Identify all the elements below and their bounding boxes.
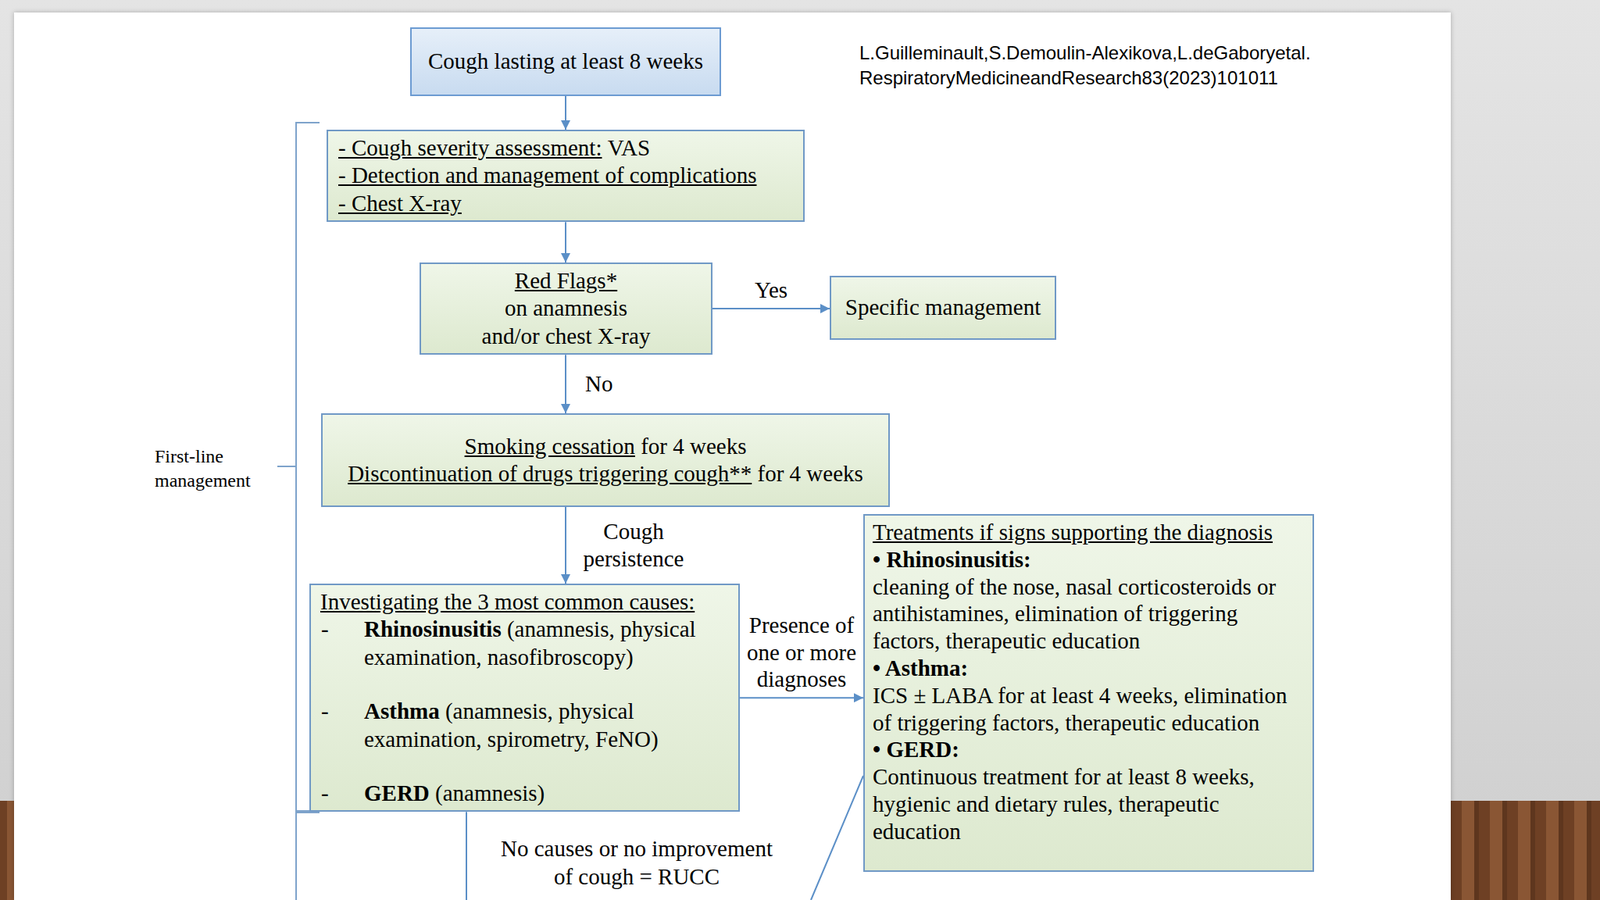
bracket-label: First-line management <box>154 444 268 493</box>
box-text: Cough lasting at least 8 weeks <box>428 48 704 74</box>
process-box: Smoking cessationfor 4 weeksDiscontinuat… <box>321 413 890 508</box>
text-row: Cough lasting at least 8 weeks <box>419 47 712 75</box>
text-row: on anamnesis and/or chest X-ray <box>477 294 656 350</box>
item-heading: GERD <box>364 780 430 806</box>
text-row: - GERD(anamnesis) <box>320 779 729 808</box>
citation-text: L.Guilleminault,S.Demoulin-Alexikova,L.d… <box>859 42 1311 65</box>
box-text: cleaning of the nose, nasal corticostero… <box>872 574 1276 654</box>
text-row: Investigating the 3 most common causes: <box>320 588 729 616</box>
text-row: ICS ± LABA for at least 4 weeks, elimina… <box>872 682 1305 737</box>
bracket <box>296 812 320 900</box>
wood-floor <box>1450 800 1600 900</box>
process-box: - Cough severity assessment:VAS- Detecti… <box>326 129 805 222</box>
box-text: for 4 weeks <box>757 460 864 486</box>
text-row: • GERD: <box>872 735 1305 764</box>
box-text: for 4 weeks <box>640 433 747 459</box>
edge-label: No <box>582 370 615 398</box>
text-row: - Detection and management of complicati… <box>338 161 793 190</box>
text-row: Specific management <box>839 293 1047 322</box>
process-box: Specific management <box>829 275 1057 340</box>
item-heading: Asthma <box>364 698 440 724</box>
box-heading: - Detection and management of complicati… <box>338 162 758 188</box>
text-row: - Chest X-ray <box>338 189 793 218</box>
flow-note: No causes or no improvement of cough = R… <box>492 834 782 892</box>
item-heading: • GERD: <box>872 736 960 762</box>
edge-label: Cough persistence <box>576 517 691 573</box>
box-heading: Red Flags* <box>514 267 618 293</box>
connector-arrow <box>564 354 567 414</box>
decision-box: Red Flags*on anamnesis and/or chest X-ra… <box>419 262 713 355</box>
box-text: ICS ± LABA for at least 4 weeks, elimina… <box>872 682 1288 736</box>
text-row: - Cough severity assessment:VAS <box>338 134 793 162</box>
text-row: Smoking cessationfor 4 weeks <box>330 432 881 461</box>
connector-arrow <box>564 221 567 263</box>
text-row: Red Flags* <box>428 267 704 295</box>
box-heading: Investigating the 3 most common causes: <box>320 589 695 615</box>
box-text: (anamnesis) <box>435 780 545 806</box>
box-heading: Treatments if signs supporting the diagn… <box>872 519 1273 545</box>
text-row: cleaning of the nose, nasal corticostero… <box>872 573 1305 655</box>
text-row: Discontinuation of drugs triggering coug… <box>330 460 881 488</box>
box-text: Continuous treatment for at least 8 week… <box>872 764 1255 844</box>
text-row: • Rhinosinusitis: <box>872 546 1305 574</box>
text-row: • Asthma: <box>872 654 1305 683</box>
item-heading: Rhinosinusitis <box>364 616 502 642</box>
box-heading: - Chest X-ray <box>338 190 462 216</box>
text-row: -Asthma(anamnesis, physical examination,… <box>320 697 729 754</box>
connector-arrow <box>564 96 567 130</box>
box-text: VAS <box>607 135 650 161</box>
text-row: Treatments if signs supporting the diagn… <box>872 518 1305 547</box>
box-text: Specific management <box>845 294 1041 320</box>
edge-label: Presence of one or more diagnoses <box>740 611 863 693</box>
item-heading: • Asthma: <box>872 655 968 681</box>
text-row: -Rhinosinusitis(anamnesis, physical exam… <box>320 615 729 672</box>
connector-arrow <box>739 696 864 699</box>
connector-arrow <box>712 307 830 310</box>
flow-line <box>810 775 864 900</box>
list-dash: - <box>321 615 329 643</box>
process-box: Cough lasting at least 8 weeks <box>410 27 722 97</box>
wood-floor <box>0 800 15 900</box>
connector-arrow <box>564 507 567 584</box>
bracket-notch <box>277 465 297 468</box>
flow-line <box>465 811 468 900</box>
item-heading: • Rhinosinusitis: <box>872 546 1032 572</box>
text-row: Continuous treatment for at least 8 week… <box>872 763 1305 845</box>
box-heading: - Cough severity assessment: <box>338 135 602 161</box>
list-dash: - <box>321 697 329 725</box>
list-dash: - <box>321 779 329 808</box>
box-text: on anamnesis and/or chest X-ray <box>482 295 651 348</box>
process-box: Treatments if signs supporting the diagn… <box>863 514 1315 872</box>
box-heading: Smoking cessation <box>464 433 636 459</box>
process-box: Investigating the 3 most common causes:-… <box>309 583 740 812</box>
box-heading: Discontinuation of drugs triggering coug… <box>347 460 752 486</box>
edge-label: Yes <box>752 276 790 304</box>
citation-text: RespiratoryMedicineandResearch83(2023)10… <box>859 67 1279 90</box>
